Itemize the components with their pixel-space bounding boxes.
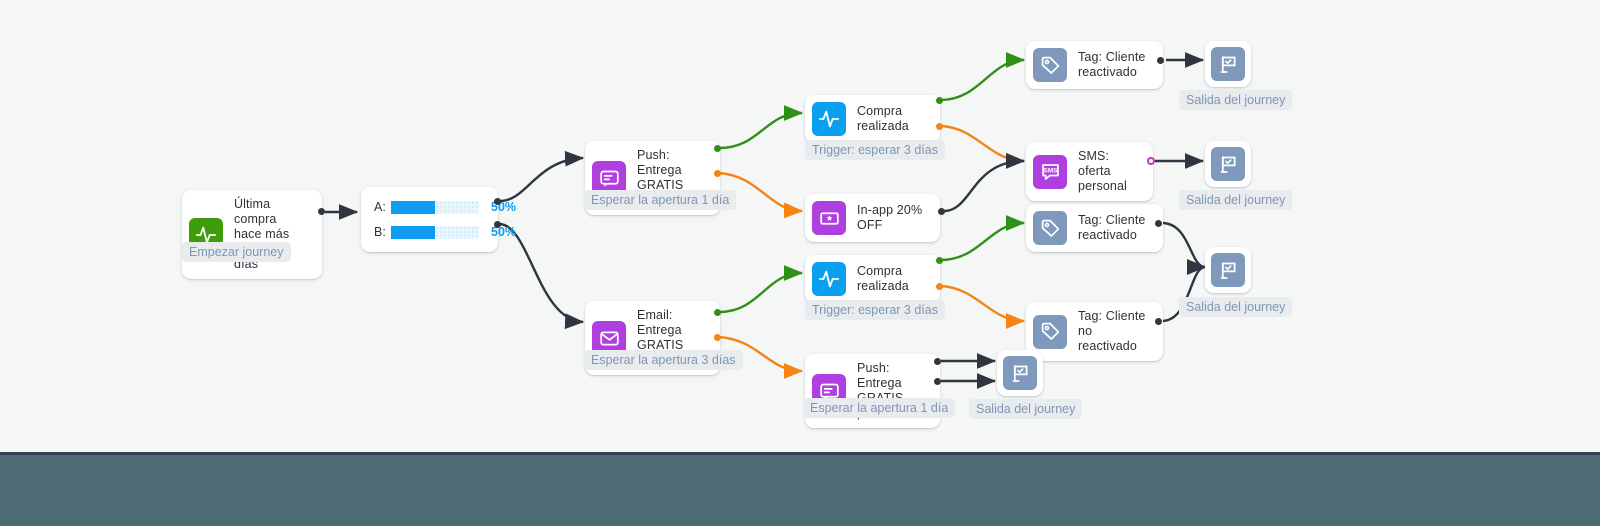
tag-icon <box>1033 211 1067 245</box>
node-exit-1[interactable] <box>1205 41 1251 87</box>
node-tag-no-reactivado[interactable]: Tag: Cliente no reactivado <box>1026 302 1163 361</box>
port-start-out[interactable] <box>318 208 325 215</box>
node-exit-4[interactable] <box>997 350 1043 396</box>
split-row-b[interactable]: B: 50% <box>374 222 516 242</box>
bottom-bar <box>0 452 1600 526</box>
node-tag-reactivado-1[interactable]: Tag: Cliente reactivado <box>1026 41 1163 89</box>
port-push-bottom-out-2[interactable] <box>934 378 941 385</box>
split-percent-b: 50% <box>491 225 517 239</box>
node-inapp[interactable]: In-app 20% OFF <box>805 194 940 242</box>
node-label: SMS: oferta personal <box>1078 149 1127 193</box>
split-progress-a-fill <box>391 200 435 214</box>
split-progress-b <box>391 225 479 239</box>
port-sms-out[interactable] <box>1147 157 1155 165</box>
caption-salida-4: Salida del journey <box>969 399 1083 419</box>
node-label: Tag: Cliente reactivado <box>1078 213 1146 242</box>
caption-trigger-esperar-3-bottom: Trigger: esperar 3 días <box>805 300 945 320</box>
caption-esperar-apertura-1: Esperar la apertura 1 día <box>584 190 737 210</box>
flag-check-icon <box>1003 356 1037 390</box>
port-push-bottom-out-1[interactable] <box>934 358 941 365</box>
sms-icon: SMS <box>1033 154 1067 189</box>
split-key-a: A: <box>374 200 386 214</box>
node-sms[interactable]: SMS SMS: oferta personal <box>1026 142 1153 201</box>
tag-icon <box>1033 48 1067 82</box>
port-tag-reactivado-2-out[interactable] <box>1155 220 1162 227</box>
node-tag-reactivado-2[interactable]: Tag: Cliente reactivado <box>1026 204 1163 252</box>
port-tag-no-reactivado-out[interactable] <box>1155 318 1162 325</box>
svg-text:SMS: SMS <box>1043 168 1057 175</box>
port-push-top-fail[interactable] <box>714 170 721 177</box>
split-progress-b-fill <box>391 225 435 239</box>
port-purchase-bottom-no[interactable] <box>936 283 943 290</box>
node-exit-2[interactable] <box>1205 141 1251 187</box>
node-label: Compra realizada <box>857 264 909 293</box>
port-purchase-bottom-yes[interactable] <box>936 257 943 264</box>
journey-canvas[interactable]: Última compra hace más de 30 días Empeza… <box>0 0 1600 452</box>
flag-check-icon <box>1211 253 1245 287</box>
caption-salida-1: Salida del journey <box>1179 90 1293 110</box>
node-purchase-bottom[interactable]: Compra realizada <box>805 255 940 303</box>
port-email-success[interactable] <box>714 309 721 316</box>
ab-split-node[interactable]: A: 50% B: 50% <box>361 187 516 252</box>
node-label: Tag: Cliente no reactivado <box>1078 309 1146 353</box>
flag-check-icon <box>1211 147 1245 181</box>
caption-salida-2: Salida del journey <box>1179 190 1293 210</box>
push-message-icon <box>592 161 626 195</box>
port-email-fail[interactable] <box>714 334 721 341</box>
email-icon <box>592 321 626 355</box>
pulse-icon <box>812 102 846 136</box>
split-key-b: B: <box>374 225 386 239</box>
node-start-trigger[interactable]: Última compra hace más de 30 días <box>182 190 322 279</box>
node-purchase-top[interactable]: Compra realizada <box>805 95 940 143</box>
caption-empezar-journey: Empezar journey <box>182 242 291 262</box>
tag-icon <box>1033 314 1067 349</box>
port-purchase-top-yes[interactable] <box>936 97 943 104</box>
caption-esperar-apertura-1-bottom: Esperar la apertura 1 día <box>803 398 956 418</box>
ticket-icon <box>812 201 846 235</box>
port-push-top-success[interactable] <box>714 145 721 152</box>
port-inapp-out[interactable] <box>938 208 945 215</box>
caption-esperar-apertura-3: Esperar la apertura 3 días <box>584 350 743 370</box>
node-label: In-app 20% OFF <box>857 203 923 232</box>
port-purchase-top-no[interactable] <box>936 123 943 130</box>
node-label: Tag: Cliente reactivado <box>1078 50 1146 79</box>
split-progress-a <box>391 200 479 214</box>
flag-check-icon <box>1211 47 1245 81</box>
split-row-a[interactable]: A: 50% <box>374 197 516 217</box>
port-split-b[interactable] <box>494 221 501 228</box>
caption-salida-3: Salida del journey <box>1179 297 1293 317</box>
node-label: Compra realizada <box>857 104 909 133</box>
port-tag-reactivado-1-out[interactable] <box>1157 57 1164 64</box>
pulse-icon <box>812 262 846 296</box>
port-split-a[interactable] <box>494 198 501 205</box>
node-exit-3[interactable] <box>1205 247 1251 293</box>
caption-trigger-esperar-3-top: Trigger: esperar 3 días <box>805 140 945 160</box>
